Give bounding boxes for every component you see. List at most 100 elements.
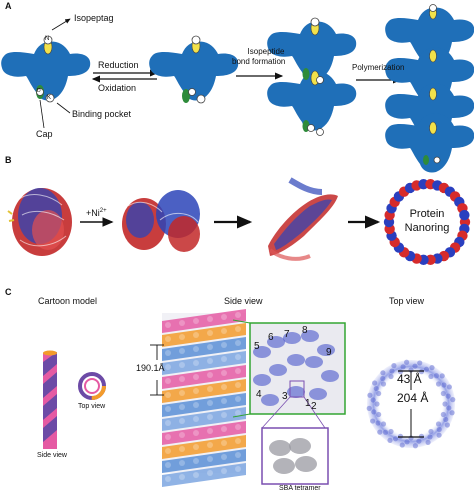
helix-subunit — [221, 426, 227, 432]
sba-structure-oligomer — [268, 177, 338, 261]
residue-n-circle — [43, 35, 53, 45]
helix-subunit — [235, 368, 241, 374]
ring-density-dot — [436, 432, 442, 438]
helix-subunit — [165, 448, 171, 454]
ring-density-dot — [443, 416, 449, 423]
bond-formation-label-1: Isopeptide — [247, 47, 285, 56]
ring-density-dot — [418, 369, 425, 375]
subunit-number-3: 3 — [282, 391, 288, 402]
helix-subunit — [221, 356, 227, 362]
density-blob — [283, 332, 301, 344]
helix-subunit — [221, 398, 227, 404]
ring-density-dot — [400, 364, 406, 370]
zoom-box-purple — [261, 396, 329, 485]
helix-subunit — [165, 364, 171, 370]
helix-subunit — [207, 358, 213, 364]
helix-subunit — [179, 446, 185, 452]
helix-band — [162, 323, 246, 347]
helix-subunit — [221, 440, 227, 446]
helix-subunit — [207, 330, 213, 336]
ring-density-dot — [404, 359, 410, 365]
helix-band — [162, 393, 246, 417]
residue-d-label: D — [37, 88, 41, 94]
nanoring-label-line1: Protein — [409, 208, 445, 220]
tetramer-subunit — [295, 456, 317, 472]
helix-band — [162, 337, 246, 361]
density-blob — [321, 370, 339, 382]
cartoon-cylinder-side — [43, 350, 57, 449]
helix-subunit — [221, 454, 227, 460]
binding-pocket-label: Binding pocket — [72, 109, 132, 119]
subunit-number-7: 7 — [284, 329, 290, 340]
residue-d-circle — [36, 88, 44, 96]
helix-subunit — [235, 466, 241, 472]
helix-subunit — [165, 392, 171, 398]
panel-b-artwork — [7, 177, 471, 266]
ring-density-dot — [375, 420, 381, 426]
nickel-label: +Ni2+ — [86, 208, 107, 218]
ring-density-dot — [367, 392, 373, 398]
inner-diameter-label: 43 Å — [397, 372, 422, 386]
helix-subunit — [179, 348, 185, 354]
density-blob — [287, 386, 305, 398]
ring-density-dot — [439, 373, 445, 379]
ring-density-dot — [397, 369, 404, 375]
protein-monomer-oxidized — [1, 18, 91, 129]
helix-subunit — [207, 372, 213, 378]
ring-density-dot — [388, 428, 394, 435]
density-blob — [253, 374, 271, 386]
ring-density-dot — [446, 405, 452, 411]
subunit-number-1: 1 — [305, 398, 311, 409]
top-view-small-label: Top view — [78, 403, 106, 410]
helix-subunit — [235, 424, 241, 430]
subunit-number-8: 8 — [302, 325, 308, 336]
helix-subunit — [235, 410, 241, 416]
ring-density-dot — [382, 429, 389, 435]
helix-subunit — [165, 434, 171, 440]
outer-diameter-label: 204 Å — [397, 391, 429, 405]
helix-band — [162, 309, 246, 333]
helix-subunit — [235, 438, 241, 444]
helix-subunit — [235, 354, 241, 360]
helix-subunit — [207, 428, 213, 434]
side-view-small-label: Side view — [37, 452, 67, 459]
helix-subunit — [179, 418, 185, 424]
helix-subunit — [165, 462, 171, 468]
helix-subunit — [221, 384, 227, 390]
ring-density-dot — [376, 411, 382, 418]
ring-density-dot — [441, 382, 447, 388]
nanoring-bead — [459, 209, 470, 221]
helix-subunit — [193, 402, 199, 408]
helix-subunit — [221, 342, 227, 348]
residue-k-circle — [45, 93, 55, 103]
panel-c-artwork — [43, 309, 456, 487]
ring-density-dot — [380, 421, 387, 427]
helix-subunit — [179, 334, 185, 340]
helix-subunit — [179, 404, 185, 410]
helix-subunit — [193, 416, 199, 422]
helix-subunit — [179, 362, 185, 368]
protein-nanoring — [383, 178, 471, 266]
ring-density-dot — [442, 401, 448, 407]
helix-subunit — [165, 406, 171, 412]
density-blob — [309, 388, 327, 400]
tetramer-subunit — [273, 458, 295, 474]
helix-subunit — [193, 346, 199, 352]
ring-density-dot — [428, 373, 434, 380]
tetramer-subunit — [269, 440, 291, 456]
density-blob — [317, 344, 335, 356]
helix-subunit — [193, 318, 199, 324]
density-blob — [267, 336, 285, 348]
helix-subunit — [193, 430, 199, 436]
panel-a-letter: A — [5, 1, 12, 11]
helix-subunit — [235, 340, 241, 346]
helix-subunit — [179, 460, 185, 466]
helix-subunit — [207, 456, 213, 462]
sba-structure-dimer — [122, 190, 200, 252]
helix-band — [162, 463, 246, 487]
ring-density-dot — [449, 410, 455, 416]
top-view-ring — [366, 359, 456, 449]
zoom-box-green — [232, 319, 346, 418]
ring-density-dot — [450, 397, 456, 403]
ring-density-dot — [433, 373, 440, 379]
